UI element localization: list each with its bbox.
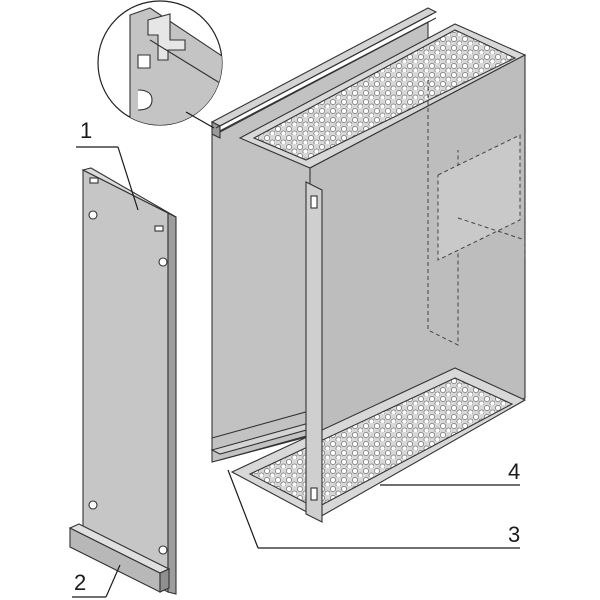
front-panel xyxy=(81,167,177,595)
panel-screw-hole xyxy=(88,500,98,510)
panel-handle xyxy=(68,523,171,593)
callout-4: 4 xyxy=(508,459,520,484)
callout-2: 2 xyxy=(74,570,86,595)
detail-zoom xyxy=(97,0,223,129)
leader-line-3 xyxy=(227,469,259,549)
callout-1: 1 xyxy=(80,118,92,143)
panel-slot xyxy=(89,177,99,184)
panel-screw-hole xyxy=(158,545,168,555)
front-strip xyxy=(305,181,323,523)
panel-screw-hole xyxy=(88,210,98,220)
callout-3: 3 xyxy=(508,522,520,547)
panel-screw-hole xyxy=(158,257,168,267)
panel-slot xyxy=(154,225,164,232)
